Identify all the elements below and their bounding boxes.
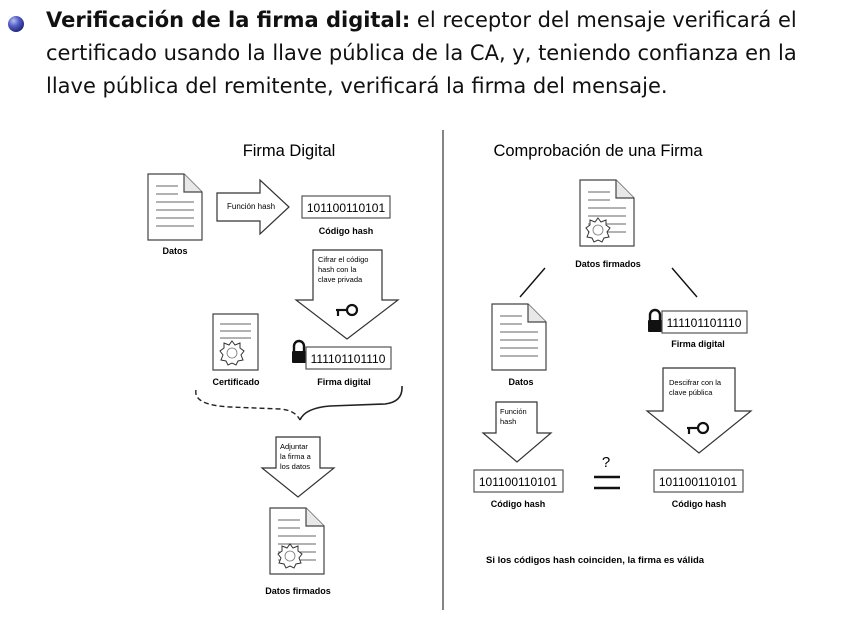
hash-function-label: Función hash — [227, 202, 275, 211]
right-hash-value-right: 101100110101 — [659, 475, 738, 489]
decrypt-line-1: Descifrar con la — [669, 378, 722, 387]
right-datos-firmados-label: Datos firmados — [575, 259, 641, 269]
signature-value: 111101101110 — [311, 352, 386, 366]
bullet-body: el receptor del mensaje verificará el ce… — [46, 8, 797, 98]
encrypt-line-3: clave privada — [318, 275, 363, 284]
right-hash-value-left: 101100110101 — [479, 475, 558, 489]
right-datos-label: Datos — [508, 377, 533, 387]
right-signature-value: 111101101110 — [667, 316, 742, 330]
attach-line-2: la firma a — [280, 452, 312, 461]
encrypt-arrow — [294, 249, 400, 340]
right-title: Comprobación de una Firma — [493, 142, 703, 160]
right-padlock-icon — [646, 308, 664, 334]
hash-function-arrow — [216, 178, 290, 236]
bullet-paragraph: Verificación de la firma digital: el rec… — [46, 4, 846, 103]
hash-value-box — [301, 195, 391, 219]
right-codigo-hash-label-right: Código hash — [672, 499, 727, 509]
codigo-hash-label: Código hash — [319, 226, 374, 236]
signed-document-icon — [269, 507, 325, 575]
left-title: Firma Digital — [243, 142, 336, 160]
decrypt-arrow — [645, 367, 753, 454]
right-signature-value-box — [661, 310, 748, 334]
bullet-icon — [8, 16, 24, 32]
firma-digital-label: Firma digital — [317, 377, 371, 387]
right-hash-line-2: hash — [500, 417, 516, 426]
certificate-icon — [212, 313, 259, 371]
right-firma-digital-label: Firma digital — [671, 339, 725, 349]
right-hash-box-right — [653, 469, 744, 493]
split-line-right — [671, 267, 698, 298]
right-data-document-icon — [491, 303, 547, 371]
padlock-icon — [290, 339, 308, 365]
right-signed-document-icon — [579, 179, 635, 247]
right-codigo-hash-label-left: Código hash — [491, 499, 546, 509]
attach-arrow — [260, 436, 336, 498]
signature-value-box — [305, 346, 392, 370]
signature-brace — [299, 385, 403, 421]
hash-value: 101100110101 — [307, 201, 386, 215]
encrypt-line-1: Cifrar el código — [318, 255, 368, 264]
datos-label: Datos — [162, 246, 187, 256]
certificado-label: Certificado — [212, 377, 260, 387]
split-line-left — [519, 267, 546, 298]
attach-line-3: los datos — [280, 462, 310, 471]
decrypt-line-2: clave pública — [669, 388, 713, 397]
right-hash-function-arrow — [481, 401, 553, 463]
right-hash-box-left — [473, 469, 564, 493]
left-datos-firmados-label: Datos firmados — [265, 586, 331, 596]
bullet-title: Verificación de la firma digital: — [46, 8, 411, 32]
certificate-brace — [195, 389, 301, 421]
conclusion-text: Si los códigos hash coinciden, la firma … — [486, 555, 705, 566]
data-document-icon — [147, 173, 203, 241]
question-mark: ? — [602, 454, 610, 471]
attach-line-1: Adjuntar — [280, 442, 308, 451]
encrypt-line-2: hash con la — [318, 265, 357, 274]
right-hash-line-1: Función — [500, 407, 527, 416]
